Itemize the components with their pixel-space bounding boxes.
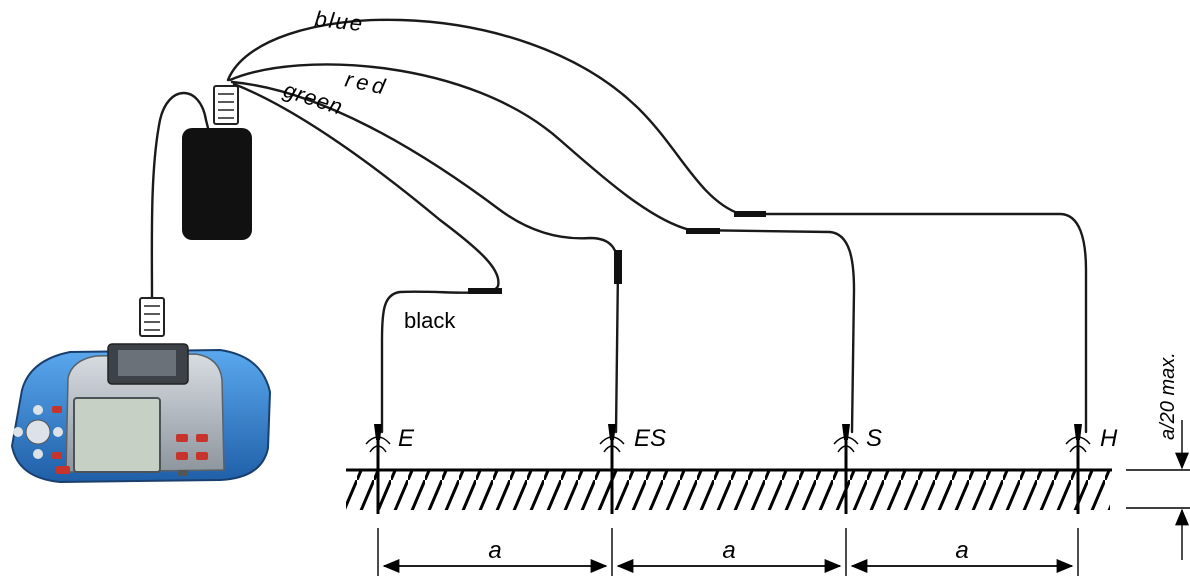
electrode-S [833, 424, 859, 514]
blue-wire-label: blue [313, 6, 365, 36]
red-lead [228, 63, 856, 434]
electrode-H [1065, 424, 1091, 514]
blue-lead [226, 18, 1088, 434]
adapter-box [182, 128, 252, 240]
left-keypad [13, 405, 70, 474]
depth-label: a/20 max. [1157, 352, 1179, 440]
plug-connector-bottom [139, 297, 165, 337]
electrode-label-E: E [398, 425, 415, 452]
spacing-label-1: a [488, 537, 501, 564]
plug-connector-top [213, 85, 239, 125]
green-wire-label: green [280, 77, 346, 120]
ground [346, 468, 1112, 510]
black-lead [232, 82, 500, 434]
spacing-label-2: a [722, 537, 735, 564]
depth-dimension [1126, 420, 1190, 560]
instrument-cable [150, 92, 210, 302]
measuring-instrument [10, 343, 272, 484]
black-wire-label: black [404, 308, 456, 333]
red-wire-label: red [343, 66, 391, 100]
spacing-dimensions [377, 528, 1079, 576]
electrode-E [365, 424, 391, 514]
electrode-label-S: S [866, 425, 882, 452]
green-lead [230, 80, 620, 434]
electrode-label-H: H [1100, 425, 1118, 452]
right-keypad [176, 434, 208, 476]
spacing-label-3: a [955, 537, 968, 564]
electrode-ES [599, 424, 625, 514]
lead-connectors [468, 211, 766, 294]
electrode-label-ES: ES [634, 425, 666, 452]
